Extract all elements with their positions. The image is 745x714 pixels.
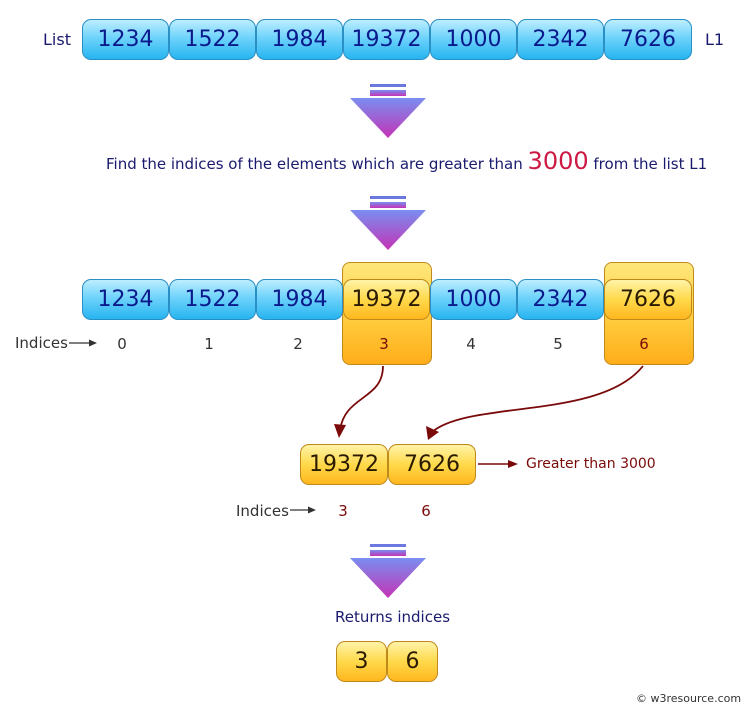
index-label-highlighted: 6 (639, 335, 649, 353)
list-cell: 1984 (256, 19, 343, 60)
right-arrow-icon (69, 339, 97, 347)
down-arrow-icon (350, 196, 426, 250)
list-cell: 1234 (82, 19, 169, 60)
filtered-index: 3 (338, 502, 348, 520)
filtered-note: Greater than 3000 (526, 456, 656, 472)
instruction-after: from the list (593, 155, 685, 173)
filtered-list: 19372 7626 (300, 444, 476, 485)
list-cell: 1984 (256, 279, 343, 320)
index-label: 0 (117, 335, 127, 353)
filtered-cell: 7626 (388, 444, 476, 485)
index-label: 4 (466, 335, 476, 353)
watermark: © w3resource.com (636, 692, 742, 705)
indices-label: Indices (15, 334, 68, 352)
result-cell: 3 (336, 641, 387, 682)
list-cell-highlighted: 7626 (604, 279, 692, 320)
down-arrow-icon (350, 84, 426, 138)
index-label: 2 (293, 335, 303, 353)
filtered-indices-label: Indices (236, 502, 289, 520)
original-list: 1234 1522 1984 19372 1000 2342 7626 (82, 19, 692, 60)
index-label-highlighted: 3 (379, 335, 389, 353)
index-label: 1 (204, 335, 214, 353)
list-cell: 1000 (430, 279, 517, 320)
down-arrow-icon (350, 544, 426, 598)
list-cell: 1234 (82, 279, 169, 320)
list-cell: 1522 (169, 19, 256, 60)
list-cell-highlighted: 19372 (343, 279, 430, 320)
list-cell: 1000 (430, 19, 517, 60)
index-label: 5 (553, 335, 563, 353)
list-cell: 1522 (169, 279, 256, 320)
returns-label: Returns indices (335, 608, 451, 626)
instruction-text: Find the indices of the elements which a… (106, 147, 708, 175)
list-name-label: L1 (705, 30, 725, 49)
list-cell: 19372 (343, 19, 430, 60)
list-cell: 2342 (517, 279, 604, 320)
instruction-list-name: L1 (689, 155, 708, 173)
list-label: List (43, 30, 71, 49)
list-cell: 2342 (517, 19, 604, 60)
list-cell: 7626 (604, 19, 692, 60)
filtered-index: 6 (421, 502, 431, 520)
threshold-value: 3000 (527, 147, 589, 175)
highlighted-list: 1234 1522 1984 19372 1000 2342 7626 (82, 279, 692, 320)
result-cell: 6 (387, 641, 438, 682)
instruction-before: Find the indices of the elements which a… (106, 155, 523, 173)
filtered-cell: 19372 (300, 444, 388, 485)
result-list: 3 6 (336, 641, 438, 682)
